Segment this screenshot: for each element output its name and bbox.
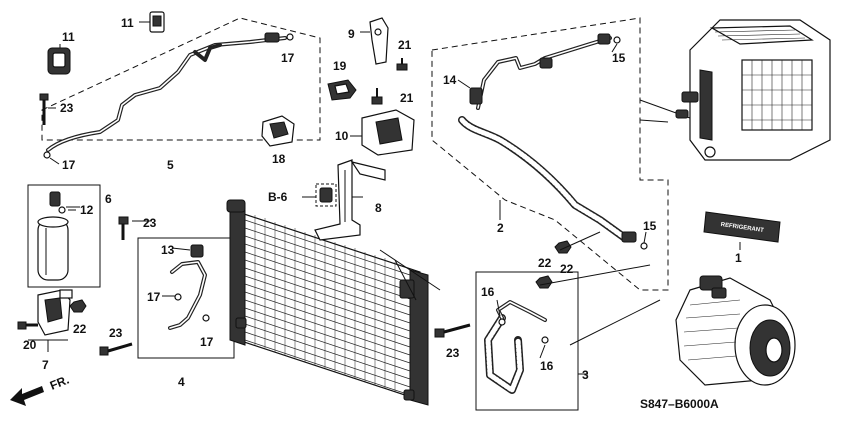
callout-9: 9 xyxy=(348,27,355,41)
o-ring-15a xyxy=(613,36,621,44)
o-ring-17b xyxy=(43,151,51,159)
bolt-20 xyxy=(17,321,38,330)
o-ring-17d xyxy=(202,314,210,322)
callout-8: 8 xyxy=(375,201,382,215)
pipe-assembly-group-5 xyxy=(41,17,321,159)
condenser xyxy=(226,199,429,406)
direction-label-fr: FR. xyxy=(48,373,71,393)
o-ring-17a xyxy=(286,33,294,41)
callout-16-upper: 16 xyxy=(481,285,495,299)
nut-22c xyxy=(535,275,553,289)
callout-11-left: 11 xyxy=(62,30,75,44)
callout-11-top: 11 xyxy=(121,16,134,30)
callout-5: 5 xyxy=(167,158,174,172)
o-ring-16a xyxy=(498,318,506,326)
callout-19: 19 xyxy=(333,59,347,73)
service-valve-13 xyxy=(190,244,204,258)
callout-20: 20 xyxy=(23,338,37,352)
callout-17-pipe4-a: 17 xyxy=(147,290,161,304)
callout-23-right: 23 xyxy=(446,346,460,360)
group-5-dashed-frame xyxy=(41,17,321,141)
nut-22b xyxy=(554,240,572,254)
condenser-tubes xyxy=(254,215,396,392)
callout-23-mid: 23 xyxy=(143,216,157,230)
pipe-clamp-19 xyxy=(327,79,357,101)
o-ring-17c xyxy=(174,293,182,301)
b6-reference: B-6 xyxy=(268,190,288,204)
callout-16-lower: 16 xyxy=(540,359,554,373)
suction-pipe-2 xyxy=(476,36,612,110)
callout-10: 10 xyxy=(335,129,349,143)
callout-22-left: 22 xyxy=(73,322,87,336)
bolt-23b xyxy=(118,216,129,240)
callout-1: 1 xyxy=(735,251,742,265)
condenser-fins xyxy=(244,219,411,396)
suction-pipe-5 xyxy=(46,36,287,152)
callout-13: 13 xyxy=(161,243,175,257)
callout-23-bottom: 23 xyxy=(109,326,123,340)
o-ring-16b xyxy=(541,336,549,344)
o-ring-15b xyxy=(640,242,648,250)
pipe-bracket-10 xyxy=(361,109,415,156)
nut-22a xyxy=(69,299,87,313)
bolt-21a xyxy=(396,58,408,71)
bolt-23d xyxy=(434,323,471,338)
b6-connector xyxy=(315,183,337,207)
evaporator-ribs xyxy=(714,29,806,41)
refrigerant-label-plate-1: REFRIGERANT xyxy=(703,211,781,243)
bolt-23a xyxy=(39,93,49,125)
group-2-dashed-frame xyxy=(431,17,669,291)
pipe-grommet-11-left xyxy=(47,44,71,75)
evaporator-unit xyxy=(675,19,831,161)
callout-21-lower: 21 xyxy=(400,91,414,105)
callout-17-top: 17 xyxy=(281,51,295,65)
evaporator-core xyxy=(741,59,813,131)
condenser-bracket-8 xyxy=(314,159,386,241)
callout-4: 4 xyxy=(178,375,185,389)
callout-22-mid-a: 22 xyxy=(538,256,552,270)
callout-22-mid-b: 22 xyxy=(560,262,574,276)
callout-18: 18 xyxy=(272,152,286,166)
callout-15-top: 15 xyxy=(612,51,626,65)
callout-15-bottom: 15 xyxy=(643,219,657,233)
group-6-frame xyxy=(27,184,101,288)
pipe-clamp-11-upper xyxy=(139,11,165,33)
receiver-group-6 xyxy=(27,184,101,288)
hose-group-2 xyxy=(431,17,669,291)
pressure-switch-12 xyxy=(49,191,61,207)
callout-3: 3 xyxy=(582,368,589,382)
pipe-clip-9 xyxy=(369,17,389,65)
callout-21-upper: 21 xyxy=(398,38,412,52)
service-port-14 xyxy=(469,87,483,105)
callout-6: 6 xyxy=(105,192,112,206)
callout-14: 14 xyxy=(443,73,457,87)
diagram-code: S847–B6000A xyxy=(640,397,719,411)
bolt-23c xyxy=(99,342,133,356)
callout-7: 7 xyxy=(42,358,49,372)
callout-23-topleft: 23 xyxy=(60,101,74,115)
compressor-ribs xyxy=(683,299,741,361)
receiver-bracket-7 xyxy=(37,289,73,336)
discharge-hose-group-3 xyxy=(475,271,579,411)
callout-labels: 11 11 17 23 17 5 6 12 23 13 17 17 22 20 … xyxy=(23,16,742,411)
receiver-dryer xyxy=(37,219,69,281)
callout-17-pipe4-b: 17 xyxy=(200,335,214,349)
front-direction-arrow xyxy=(10,386,44,406)
callout-2: 2 xyxy=(497,221,504,235)
callout-leaders xyxy=(48,31,741,375)
pipe-bend-5 xyxy=(193,43,222,62)
ac-compressor xyxy=(675,275,796,386)
pipe-clamp-18 xyxy=(261,115,295,147)
pipe-fitting-5 xyxy=(264,32,280,43)
callout-17-left: 17 xyxy=(62,158,76,172)
callout-12: 12 xyxy=(80,203,94,217)
bolt-21b xyxy=(371,88,383,105)
